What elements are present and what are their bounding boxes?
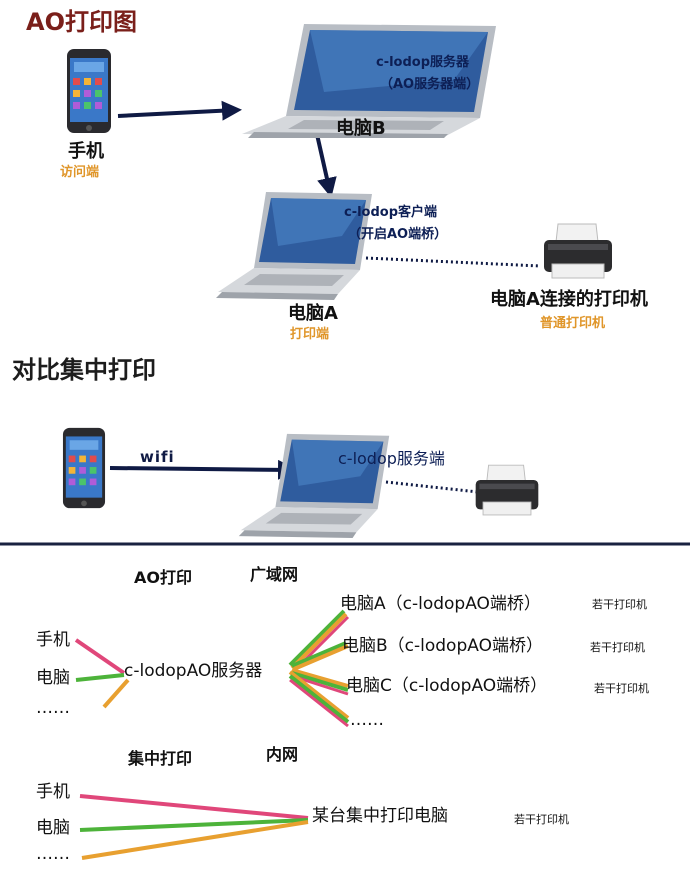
laptop-central-server-icon: [238, 433, 390, 538]
wifi-label: wifi: [140, 448, 175, 466]
hub-line-more: [102, 678, 130, 709]
hub-line-phone: [74, 638, 126, 675]
endpoint-a-label: 电脑A（c-lodopAO端桥）: [340, 594, 541, 614]
wan-label: 广域网: [250, 565, 299, 584]
computer-a-label: 电脑A: [288, 303, 338, 324]
smartphone-icon-compare: [62, 427, 106, 509]
fanout-more: [288, 670, 350, 728]
left-item-pc: 电脑: [36, 668, 70, 688]
phone-to-server-arrow: [117, 100, 242, 121]
left-item-phone: 手机: [36, 630, 70, 650]
lan-label: 内网: [266, 745, 299, 764]
central-line-pc: [79, 818, 309, 832]
laptop-server-icon: [242, 24, 496, 138]
central-left-pc: 电脑: [36, 818, 70, 838]
computer-b-label: 电脑B: [336, 118, 386, 139]
ao-print-title: AO打印图: [26, 8, 137, 36]
computer-a-role-label: 打印端: [290, 327, 330, 342]
compare-printer-dotted-line: [385, 480, 479, 494]
laptop-client-icon: [216, 192, 372, 300]
client-printer-dotted-line: [365, 256, 541, 268]
endpoint-more-label: ……: [350, 710, 384, 730]
server-to-client-arrow: [314, 129, 337, 198]
phone-label: 手机: [68, 141, 104, 162]
client-role-label: （开启AO端桥）: [348, 227, 448, 242]
printer-label: 电脑A连接的打印机: [490, 289, 648, 310]
central-line-more: [81, 820, 309, 860]
hub-line-pc: [75, 673, 125, 682]
endpoint-a-note: 若干打印机: [592, 598, 647, 611]
endpoint-b-label: 电脑B（c-lodopAO端桥）: [342, 636, 543, 656]
compare-title: 对比集中打印: [12, 356, 156, 384]
central-server-label: c-lodop服务端: [338, 449, 445, 468]
server-role-label: （AO服务器端）: [380, 77, 480, 92]
ao-hub-label: c-lodopAO服务器: [124, 661, 263, 681]
endpoint-c-note: 若干打印机: [594, 682, 649, 695]
central-print-title: 集中打印: [128, 749, 193, 768]
central-left-phone: 手机: [36, 782, 70, 802]
ao-topology-title: AO打印: [134, 568, 192, 587]
wifi-arrow: [109, 459, 298, 480]
printer-icon-compare: [475, 464, 539, 516]
central-target-note: 若干打印机: [514, 813, 569, 826]
server-name-label: c-lodop服务器: [376, 55, 470, 70]
left-item-more: ……: [36, 698, 70, 718]
central-line-phone: [79, 794, 309, 820]
fanout-b: [291, 641, 349, 671]
central-left-more: ……: [36, 844, 70, 864]
smartphone-icon: [67, 49, 111, 133]
central-target-label: 某台集中打印电脑: [312, 806, 448, 826]
phone-role-label: 访问端: [60, 165, 100, 180]
client-name-label: c-lodop客户端: [344, 205, 438, 220]
endpoint-b-note: 若干打印机: [590, 641, 645, 654]
printer-icon: [544, 223, 612, 279]
endpoint-c-label: 电脑C（c-lodopAO端桥）: [346, 676, 548, 696]
printer-role-label: 普通打印机: [540, 316, 606, 331]
